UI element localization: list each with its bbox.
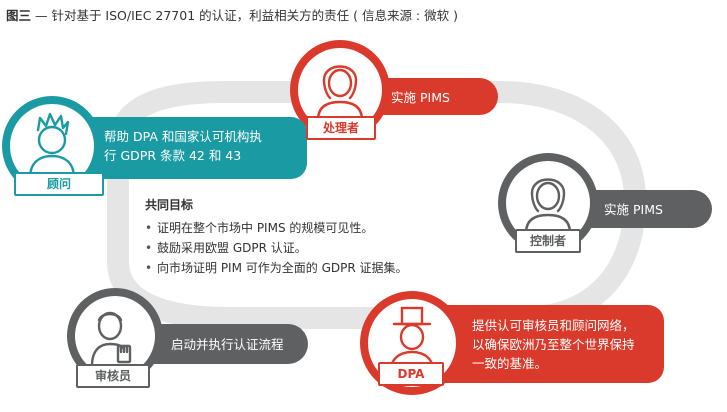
controller-text: 实施 PIMS <box>604 202 663 217</box>
common-goals-list: 证明在整个市场中 PIMS 的规模可见性。 鼓励采用欧盟 GDPR 认证。 向市… <box>145 218 408 278</box>
advisor-node <box>2 96 307 196</box>
advisor-tag: 顾问 <box>14 172 104 196</box>
common-goals: 共同目标 证明在整个市场中 PIMS 的规模可见性。 鼓励采用欧盟 GDPR 认… <box>145 196 408 278</box>
advisor-pill <box>75 117 307 179</box>
figure-caption: — 针对基于 ISO/IEC 27701 的认证，利益相关方的责任 ( 信息来源… <box>31 8 458 23</box>
list-item: 鼓励采用欧盟 GDPR 认证。 <box>145 238 408 258</box>
list-item: 向市场证明 PIM 可作为全面的 GDPR 证据集。 <box>145 258 408 278</box>
dpa-text-line: 一致的基准。 <box>472 356 548 371</box>
advisor-text: 帮助 DPA 和国家认可机构执 行 GDPR 条款 42 和 43 <box>104 127 262 165</box>
auditor-text: 启动并执行认证流程 <box>171 337 284 352</box>
list-item: 证明在整个市场中 PIMS 的规模可见性。 <box>145 218 408 238</box>
woman-avatar-icon <box>316 65 364 122</box>
spiky-hair-person-icon <box>28 112 76 180</box>
controller-node <box>498 153 712 253</box>
processor-text: 实施 PIMS <box>391 90 450 105</box>
processor-tag: 处理者 <box>306 116 376 140</box>
man-with-badge-icon <box>90 311 132 368</box>
dpa-text: 提供认可审核员和顾问网络， 以确保欧洲乃至整个世界保持 一致的基准。 <box>472 316 635 373</box>
auditor-node <box>67 288 308 384</box>
dpa-text-line: 提供认可审核员和顾问网络， <box>472 318 635 333</box>
woman-avatar-icon <box>524 178 572 235</box>
advisor-text-line: 行 GDPR 条款 42 和 43 <box>104 148 242 163</box>
advisor-text-line: 帮助 DPA 和国家认可机构执 <box>104 129 262 144</box>
dpa-tag: DPA <box>378 362 444 386</box>
common-goals-title: 共同目标 <box>145 198 194 212</box>
figure-label: 图三 <box>6 8 32 23</box>
dpa-text-line: 以确保欧洲乃至整个世界保持 <box>472 337 635 352</box>
processor-node <box>290 40 498 140</box>
controller-tag: 控制者 <box>515 229 581 253</box>
auditor-tag: 审核员 <box>76 364 150 388</box>
figure-title: 图三 — 针对基于 ISO/IEC 27701 的认证，利益相关方的责任 ( 信… <box>6 5 458 24</box>
